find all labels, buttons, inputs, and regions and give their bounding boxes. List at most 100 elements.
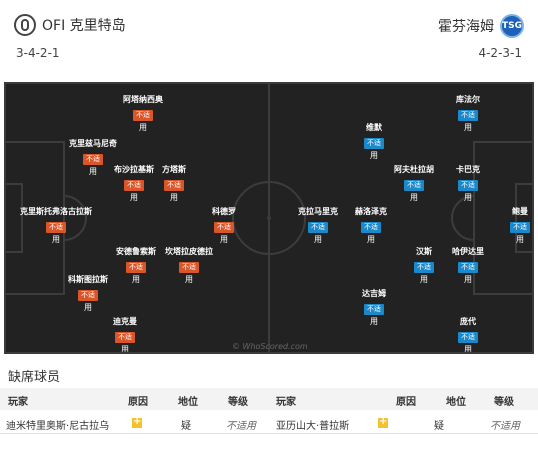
player-card[interactable]: 鲍曼不适用 <box>480 207 532 244</box>
home-formation: 3-4-2-1 <box>16 46 60 60</box>
status-badge: 不适 <box>458 110 478 121</box>
player-card[interactable]: 达吉姆不适用 <box>334 290 414 326</box>
player-name: 克里斯托弗洛古拉斯 <box>20 207 92 216</box>
player-name: 卡巴克 <box>456 165 480 174</box>
status-note: 用 <box>89 167 97 176</box>
status-badge: 不适 <box>308 222 328 233</box>
player-name: 坎塔拉皮德拉 <box>165 247 213 256</box>
player-name: 汉斯 <box>416 247 432 256</box>
status-note: 用 <box>464 345 472 354</box>
status-note: 用 <box>464 123 472 132</box>
ofi-crest-icon <box>14 14 36 36</box>
status-badge: 不适 <box>164 180 184 191</box>
status-badge: 不适 <box>78 290 98 301</box>
away-team-header[interactable]: 霍芬海姆 TSG <box>438 14 524 38</box>
player-card[interactable]: 克拉马里克不适用 <box>278 208 358 244</box>
status-badge: 不适 <box>404 180 424 191</box>
header-level: 等级 <box>494 397 514 408</box>
status-note: 用 <box>220 235 228 244</box>
player-name: 库法尔 <box>456 95 480 104</box>
tsg-crest-icon: TSG <box>500 14 524 38</box>
missing-player-away[interactable]: 亚历山大·普拉斯 <box>276 421 350 432</box>
header-position: 地位 <box>446 397 466 408</box>
player-card[interactable]: 科德罗不适用 <box>184 208 264 244</box>
player-card[interactable]: 克里斯托弗洛古拉斯不适用 <box>16 208 96 244</box>
table-row: 迪米特里奥斯·尼古拉乌 疑 不适用 亚历山大·普拉斯 疑 不适用 <box>0 412 538 434</box>
player-card[interactable]: 阿塔纳西奥不适用 <box>103 96 183 132</box>
player-name: 科斯图拉斯 <box>68 275 108 284</box>
player-card[interactable]: 庞代不适用 <box>428 317 508 354</box>
player-card[interactable]: 方塔斯不适用 <box>134 166 214 202</box>
status-badge: 不适 <box>361 222 381 233</box>
header-level: 等级 <box>228 397 248 408</box>
status-badge: 不适 <box>364 304 384 315</box>
player-card[interactable]: 赫洛泽克不适用 <box>331 208 411 244</box>
status-badge: 不适 <box>414 262 434 273</box>
pitch: 阿塔纳西奥不适用 克里兹马尼奇不适用 布沙拉基斯不适用 方塔斯不适用 克里斯托弗… <box>4 82 534 354</box>
player-name: 鲍曼 <box>512 207 528 216</box>
status-badge: 不适 <box>83 154 103 165</box>
header-player: 玩家 <box>276 397 296 408</box>
player-name: 安德鲁索斯 <box>116 247 156 256</box>
status-badge: 不适 <box>133 110 153 121</box>
status-badge: 不适 <box>458 332 478 343</box>
header-player: 玩家 <box>8 397 28 408</box>
player-card[interactable]: 克里兹马尼奇不适用 <box>53 140 133 176</box>
player-name: 方塔斯 <box>162 165 186 174</box>
player-name: 阿塔纳西奥 <box>123 95 163 104</box>
player-card[interactable]: 迪克曼不适用 <box>85 317 165 354</box>
missing-position-away: 疑 <box>434 421 444 432</box>
injury-icon <box>132 416 142 431</box>
player-name: 克里兹马尼奇 <box>69 139 117 148</box>
home-team-header[interactable]: OFI 克里特岛 <box>14 14 126 36</box>
status-badge: 不适 <box>364 138 384 149</box>
status-note: 用 <box>52 235 60 244</box>
missing-players-title: 缺席球员 <box>8 370 61 385</box>
status-note: 用 <box>139 123 147 132</box>
status-note: 用 <box>314 235 322 244</box>
status-badge: 不适 <box>126 262 146 273</box>
status-note: 用 <box>516 235 524 244</box>
player-card[interactable]: 阿夫杜拉胡不适用 <box>374 166 454 202</box>
status-note: 用 <box>132 275 140 284</box>
player-name: 布沙拉基斯 <box>114 165 154 174</box>
player-card[interactable]: 哈伊达里不适用 <box>428 248 508 284</box>
player-card[interactable]: 坎塔拉皮德拉不适用 <box>149 248 229 284</box>
home-team-name[interactable]: OFI 克里特岛 <box>42 18 126 34</box>
player-card[interactable]: 汉斯不适用 <box>384 248 464 284</box>
status-badge: 不适 <box>179 262 199 273</box>
missing-table-header: 玩家 原因 地位 等级 玩家 原因 地位 等级 <box>0 388 538 410</box>
status-badge: 不适 <box>458 262 478 273</box>
player-card[interactable]: 安德鲁索斯不适用 <box>96 248 176 284</box>
player-name: 克拉马里克 <box>298 207 338 216</box>
status-note: 用 <box>370 317 378 326</box>
status-note: 用 <box>84 303 92 312</box>
player-name: 阿夫杜拉胡 <box>394 165 434 174</box>
player-card[interactable]: 库法尔不适用 <box>428 96 508 132</box>
player-card[interactable]: 布沙拉基斯不适用 <box>94 166 174 202</box>
missing-level-away: 不适用 <box>490 421 520 432</box>
status-badge: 不适 <box>458 180 478 191</box>
pitch-lines <box>6 84 532 352</box>
player-name: 赫洛泽克 <box>355 207 387 216</box>
player-card[interactable]: 维默不适用 <box>334 124 414 160</box>
away-team-name[interactable]: 霍芬海姆 <box>438 19 494 35</box>
status-note: 用 <box>185 275 193 284</box>
status-badge: 不适 <box>46 222 66 233</box>
status-badge: 不适 <box>115 332 135 343</box>
missing-player-home[interactable]: 迪米特里奥斯·尼古拉乌 <box>6 421 110 432</box>
player-name: 科德罗 <box>212 207 236 216</box>
status-badge: 不适 <box>214 222 234 233</box>
away-formation: 4-2-3-1 <box>478 46 522 60</box>
status-note: 用 <box>410 193 418 202</box>
player-card[interactable]: 科斯图拉斯不适用 <box>48 276 128 312</box>
status-note: 用 <box>464 275 472 284</box>
player-name: 迪克曼 <box>113 317 137 326</box>
injury-icon <box>378 416 388 431</box>
status-note: 用 <box>121 345 129 354</box>
player-name: 庞代 <box>460 317 476 326</box>
status-note: 用 <box>130 193 138 202</box>
status-note: 用 <box>370 151 378 160</box>
missing-level-home: 不适用 <box>226 421 256 432</box>
player-card[interactable]: 卡巴克不适用 <box>428 166 508 202</box>
